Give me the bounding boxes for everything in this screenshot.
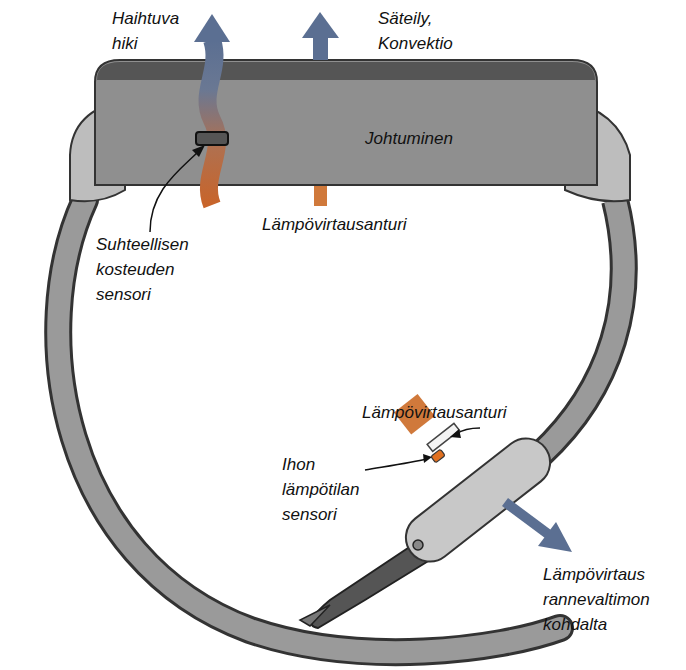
- callout-label: Lämpövirtausanturi: [262, 212, 407, 237]
- callout-label: Lämpövirtaus rannevaltimon kohdalta: [543, 562, 671, 637]
- callout-label: Johtuminen: [365, 126, 453, 151]
- callout-label: Lämpövirtausanturi: [362, 400, 507, 425]
- callout-label: Haihtuva hiki: [112, 6, 194, 56]
- callout-label: Säteily, Konvektio: [378, 6, 478, 56]
- callout-label: Suhteellisen kosteuden sensori: [96, 232, 214, 307]
- callout-label: Ihon lämpötilan sensori: [282, 452, 370, 527]
